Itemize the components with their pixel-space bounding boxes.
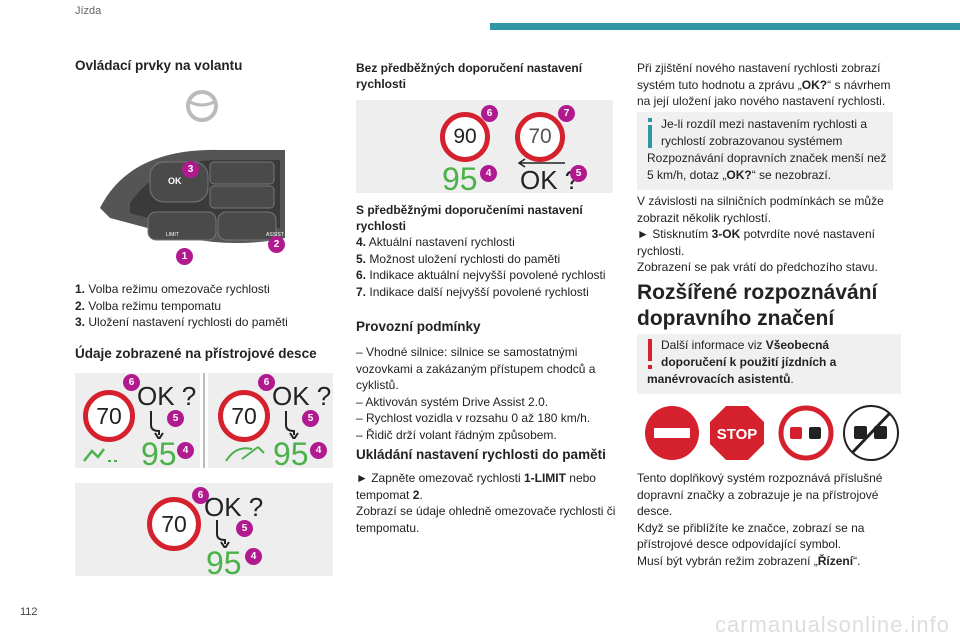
svg-text:ASSIST: ASSIST bbox=[266, 232, 284, 238]
badge-5: 5 bbox=[167, 410, 184, 427]
column-2: Bez předběžných doporučení nastavení ryc… bbox=[356, 60, 606, 92]
info-note: Je-li rozdíl mezi nastavením rychlosti a… bbox=[637, 112, 893, 190]
steering-wheel-icon bbox=[186, 90, 218, 122]
badge-4: 4 bbox=[480, 165, 497, 182]
svg-text:OK: OK bbox=[168, 176, 182, 186]
column-3-bottom: Tento doplňkový systém rozpoznává příslu… bbox=[637, 470, 902, 569]
ok-prompt: OK ? bbox=[520, 165, 580, 195]
speed-memory-section: Ukládání nastavení rychlosti do paměti ►… bbox=[356, 446, 618, 536]
badge-6: 6 bbox=[192, 487, 209, 504]
badge-4: 4 bbox=[245, 548, 262, 565]
display-data-title: Údaje zobrazené na přístrojové desce bbox=[75, 346, 317, 361]
no-entry-sign-icon bbox=[645, 406, 699, 460]
cruise-icon bbox=[225, 446, 265, 462]
watermark: carmanualsonline.info bbox=[714, 612, 950, 637]
ok-prompt: OK ? bbox=[272, 381, 332, 411]
column-3-text: V závislosti na silničních podmínkách se… bbox=[637, 193, 902, 276]
list-item: – Rychlost vozidla v rozsahu 0 až 180 km… bbox=[356, 411, 591, 425]
end-no-overtaking-sign-icon bbox=[843, 405, 899, 461]
limiter-icon bbox=[83, 448, 118, 462]
list-item: 3. Uložení nastavení rychlosti do paměti bbox=[75, 315, 288, 329]
current-speed: 95 bbox=[273, 436, 309, 472]
warning-note: Další informace viz Všeobecná doporučení… bbox=[637, 334, 901, 394]
column-1: Ovládací prvky na volantu bbox=[75, 57, 335, 75]
speed-sign: 70 bbox=[147, 497, 201, 551]
list-item: 4. Aktuální nastavení rychlosti bbox=[356, 235, 515, 249]
ok-prompt: OK ? bbox=[137, 381, 197, 411]
current-speed: 95 bbox=[206, 545, 242, 581]
list-item: 2. Volba režimu tempomatu bbox=[75, 298, 222, 313]
current-speed: 95 bbox=[442, 161, 478, 197]
badge-4: 4 bbox=[310, 442, 327, 459]
paragraph: Musí být vybrán režim zobrazení „Řízení“… bbox=[637, 553, 861, 568]
badge-6: 6 bbox=[123, 374, 140, 391]
badge-5: 5 bbox=[302, 410, 319, 427]
operating-conditions-title: Provozní podmínky bbox=[356, 319, 481, 334]
list-item: – Řidič drží volant řádným způsobem. bbox=[356, 427, 557, 442]
speed-sign: 70 bbox=[218, 390, 270, 442]
paragraph: Zobrazí se údaje ohledně omezovače rychl… bbox=[356, 504, 616, 535]
speed-sign: 70 bbox=[83, 390, 135, 442]
badge-4: 4 bbox=[177, 442, 194, 459]
list-item: – Vhodné silnice: silnice se samostatným… bbox=[356, 345, 596, 392]
list-item: – Aktivován systém Drive Assist 2.0. bbox=[356, 394, 549, 409]
speed-memory-title: Ukládání nastavení rychlosti do paměti bbox=[356, 447, 606, 462]
paragraph: Tento doplňkový systém rozpoznává příslu… bbox=[637, 471, 883, 518]
traffic-signs: STOP bbox=[645, 405, 899, 461]
arrow-icon bbox=[285, 411, 299, 439]
instruction: ► Zapněte omezovač rychlosti 1-LIMIT neb… bbox=[356, 471, 596, 502]
steering-controls-title: Ovládací prvky na volantu bbox=[75, 58, 243, 73]
steering-controls-illustration: OK LIMIT ASSIST bbox=[100, 90, 285, 243]
svg-text:STOP: STOP bbox=[717, 426, 758, 443]
column-3: Při zjištění nového nastavení rychlosti … bbox=[637, 60, 902, 110]
heading-no-recommendation: Bez předběžných doporučení nastavení ryc… bbox=[356, 61, 583, 91]
controls-list: 1. Volba režimu omezovače rychlosti 2. V… bbox=[75, 281, 335, 331]
list-item: 1. Volba režimu omezovače rychlosti bbox=[75, 282, 270, 296]
badge-6: 6 bbox=[481, 105, 498, 122]
badge-3: 3 bbox=[182, 161, 199, 178]
arrow-icon bbox=[216, 520, 230, 548]
divider bbox=[203, 373, 205, 468]
badge-7: 7 bbox=[558, 105, 575, 122]
badge-5: 5 bbox=[236, 520, 253, 537]
badge-2: 2 bbox=[268, 236, 285, 253]
extended-recognition-title: Rozšířené rozpoznávání dopravního značen… bbox=[637, 281, 878, 330]
operating-conditions: Provozní podmínky – Vhodné silnice: siln… bbox=[356, 318, 611, 443]
display-title-wrap: Údaje zobrazené na přístrojové desce bbox=[75, 345, 345, 363]
speed-sign-current: 90 bbox=[440, 112, 490, 162]
arrow-icon bbox=[150, 411, 164, 439]
paragraph: V závislosti na silničních podmínkách se… bbox=[637, 194, 884, 225]
page-number: 112 bbox=[20, 606, 38, 618]
stop-sign-icon: STOP bbox=[710, 406, 764, 460]
arrow-left-icon bbox=[517, 158, 565, 168]
svg-text:LIMIT: LIMIT bbox=[166, 232, 179, 238]
list-item: 6. Indikace aktuální nejvyšší povolené r… bbox=[356, 268, 606, 282]
badge-5: 5 bbox=[570, 165, 587, 182]
info-icon bbox=[648, 118, 652, 148]
list-item: 5. Možnost uložení rychlosti do paměti bbox=[356, 251, 561, 266]
badge-1: 1 bbox=[176, 248, 193, 265]
instruction: ► Stisknutím 3-OK potvrdíte nové nastave… bbox=[637, 227, 875, 258]
badge-6: 6 bbox=[258, 374, 275, 391]
ok-prompt: OK ? bbox=[204, 492, 264, 522]
extended-recognition-section: Rozšířené rozpoznávání dopravního značen… bbox=[637, 280, 902, 332]
warning-icon bbox=[648, 339, 652, 369]
header-accent-bar bbox=[490, 23, 960, 30]
no-overtaking-sign-icon bbox=[778, 405, 834, 461]
list-item: 7. Indikace další nejvyšší povolené rych… bbox=[356, 284, 589, 299]
paragraph: Při zjištění nového nastavení rychlosti … bbox=[637, 61, 891, 108]
current-speed: 95 bbox=[141, 436, 177, 472]
paragraph: Zobrazení se pak vrátí do předchozího st… bbox=[637, 260, 878, 274]
recommendation-list: S předběžnými doporučeními nastavení ryc… bbox=[356, 202, 621, 300]
section-header: Jízda bbox=[75, 5, 102, 17]
speed-sign-next: 70 bbox=[515, 112, 565, 162]
heading-with-recommendation: S předběžnými doporučeními nastavení ryc… bbox=[356, 203, 583, 233]
paragraph: Když se přiblížíte ke značce, zobrazí se… bbox=[637, 520, 865, 552]
